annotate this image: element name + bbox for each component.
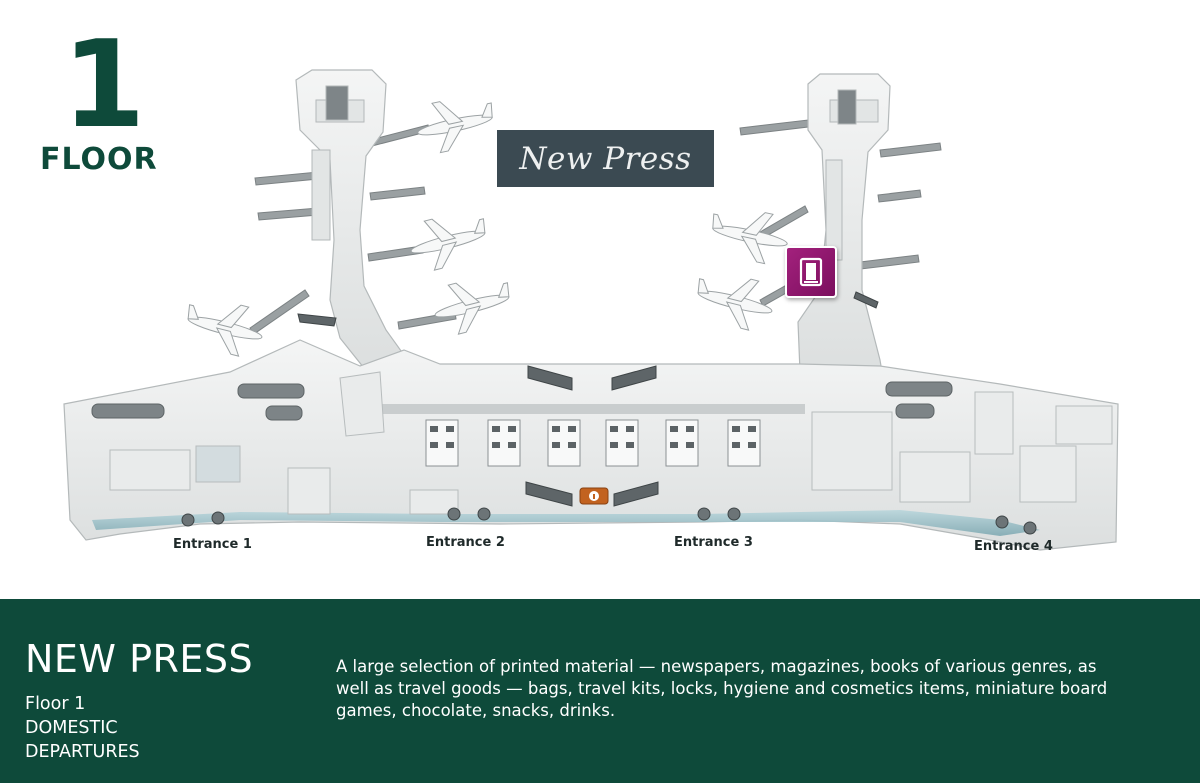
shop-sign-text: New Press xyxy=(519,140,692,177)
entrance-label: Entrance 4 xyxy=(974,539,1053,554)
floor-number: 1 xyxy=(62,16,146,155)
interior-blocks xyxy=(109,371,1113,515)
terminal-map: 1 FLOOR New Press Entrance 1 Entrance 2 … xyxy=(40,16,1119,554)
book-icon xyxy=(799,257,823,287)
info-point-icon xyxy=(579,487,609,505)
shop-zone-line1: DOMESTIC xyxy=(25,718,118,738)
check-in-islands xyxy=(425,419,761,467)
shop-title: NEW PRESS xyxy=(25,637,254,681)
shop-description: A large selection of printed material — … xyxy=(336,657,1108,720)
entrance-label: Entrance 3 xyxy=(674,535,753,550)
shop-sign: New Press xyxy=(497,130,714,187)
shop-floor: Floor 1 xyxy=(25,694,86,714)
entrance-label: Entrance 1 xyxy=(173,537,252,552)
entrance-label: Entrance 2 xyxy=(426,535,505,550)
pier-details xyxy=(311,85,879,261)
terminal-floor-plan xyxy=(63,69,1119,551)
shop-location-marker[interactable] xyxy=(785,246,837,298)
escalators xyxy=(297,291,879,507)
shop-info-panel: NEW PRESS Floor 1 DOMESTIC DEPARTURES A … xyxy=(0,599,1200,783)
entrance-doors xyxy=(181,507,1037,535)
airplanes xyxy=(187,101,788,357)
lounge-areas xyxy=(91,381,953,421)
shop-zone-line2: DEPARTURES xyxy=(25,742,140,762)
floor-label: FLOOR xyxy=(40,142,158,177)
